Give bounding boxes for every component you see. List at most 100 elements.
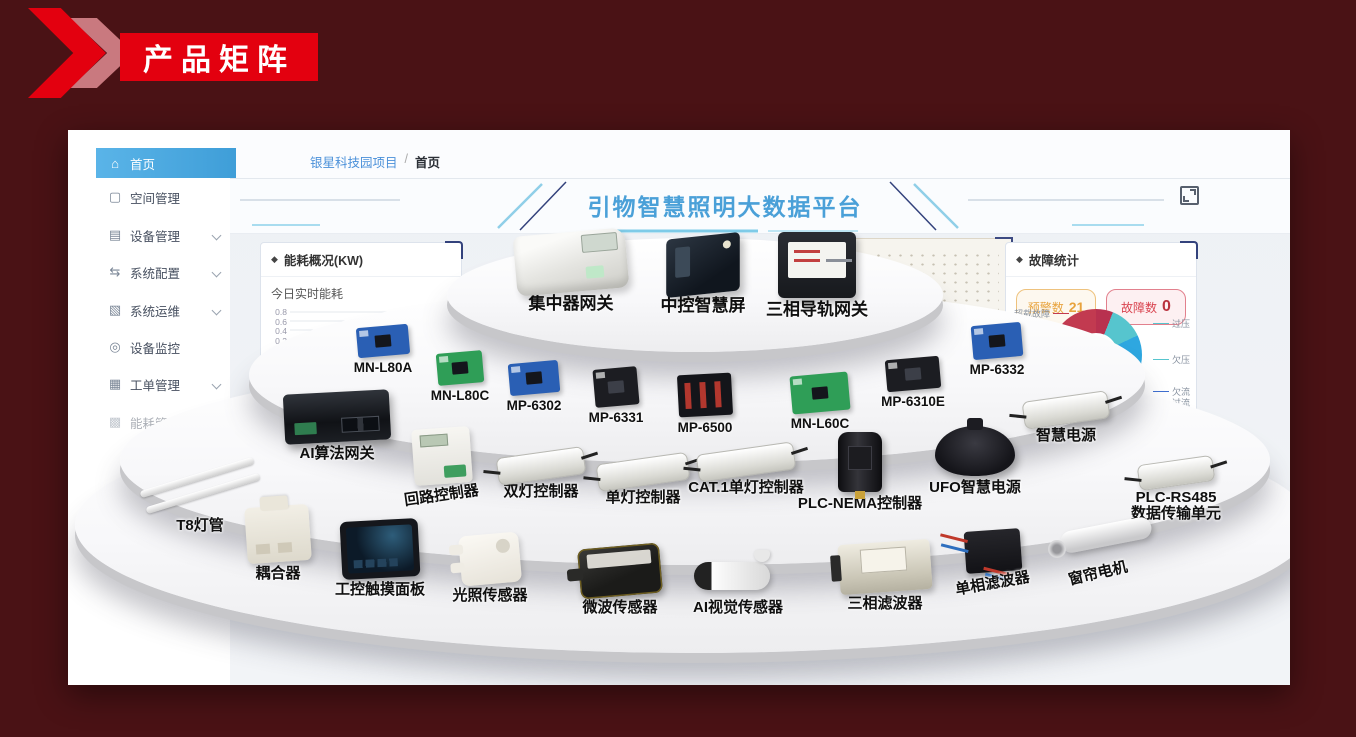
energy-icon: ▩: [108, 414, 122, 429]
donut-label-overload: 超载故障: [1014, 307, 1070, 320]
product-ai-vision-sensor: AI视觉传感器: [673, 550, 803, 616]
breadcrumb-project[interactable]: 银星科技园项目: [310, 156, 398, 170]
product-label: CAT.1单灯控制器: [688, 479, 804, 496]
product-mp-6332: MP-6332: [947, 321, 1047, 378]
platform-title: 引物智慧照明大数据平台: [587, 194, 863, 220]
donut-label-undervolt: 欠压: [1152, 353, 1190, 366]
product-label: T8灯管: [176, 517, 224, 534]
product-curtain-motor: 窗帘电机: [1033, 516, 1163, 589]
connector-line: [1152, 322, 1169, 325]
sidebar-item-label: 首页: [130, 157, 156, 172]
sidebar-item-label: 工单管理: [130, 378, 181, 393]
product-label: 工控触摸面板: [334, 581, 425, 598]
energy-y-axis: 0.8 0.6 0.4 0.2: [269, 306, 290, 350]
three-phase-filter-image: [837, 538, 933, 596]
product-label: 双灯控制器: [503, 483, 579, 500]
y-tick: 0.8: [275, 307, 287, 317]
product-t8-tube: T8灯管: [135, 458, 265, 534]
product-label: MN-L60C: [790, 416, 850, 431]
sidebar-item-label: 系统配置: [130, 266, 181, 281]
curtain-motor-image: [1046, 516, 1150, 562]
product-cat1-single-lamp-controller: CAT.1单灯控制器: [676, 441, 816, 496]
product-label: 集中器网关: [528, 294, 614, 313]
product-label: 光照传感器: [452, 587, 528, 604]
product-label: MP-6310E: [881, 394, 945, 409]
ai-gateway-image: [282, 389, 392, 445]
donut-label-text: 欠流: [1171, 387, 1190, 397]
light-sensor-image: [457, 531, 523, 587]
product-label: 三相滤波器: [847, 595, 923, 612]
product-touch-panel: 工控触摸面板: [315, 517, 445, 598]
page-title: 产品矩阵: [120, 33, 318, 81]
product-label: 智慧电源: [1035, 427, 1096, 444]
product-label: MP-6302: [506, 398, 562, 413]
ops-icon: ▧: [108, 302, 122, 317]
energy-panel-header: ◆ 能耗概况(KW): [261, 243, 461, 277]
product-single-lamp-controller: 单灯控制器: [578, 451, 708, 506]
product-label: 微波传感器: [582, 599, 658, 616]
sidebar-item-ops[interactable]: ▧ 系统运维: [96, 295, 230, 325]
donut-label-text: 欠压: [1171, 355, 1190, 365]
product-label: 三相导轨网关: [766, 300, 868, 319]
nema-controller-image: [838, 432, 882, 492]
product-mn-l80c: MN-L80C: [410, 350, 510, 404]
energy-subtitle: 今日实时能耗: [271, 287, 344, 301]
fault-value: 0: [1162, 298, 1171, 315]
product-label: MN-L80A: [353, 360, 413, 375]
product-label: PLC-RS485: [1135, 489, 1217, 506]
product-mp-6310e: MP-6310E: [863, 355, 963, 410]
product-label: MP-6332: [969, 362, 1025, 377]
microwave-sensor-image: [576, 542, 664, 600]
donut-label-undercurrent: 欠流: [1152, 385, 1190, 398]
chevron-down-icon: [211, 379, 222, 389]
product-concentrator-gateway: 集中器网关: [506, 227, 636, 313]
product-mp-6331: MP-6331: [566, 366, 666, 426]
sidebar-item-config[interactable]: ⇆ 系统配置: [96, 257, 230, 287]
product-label: 耦合器: [255, 565, 301, 582]
config-icon: ⇆: [109, 264, 121, 279]
workorder-icon: ▦: [108, 376, 122, 391]
single-phase-filter-image: [963, 528, 1023, 574]
warning-label: 预警数: [1027, 300, 1064, 315]
monitor-icon: ◎: [109, 339, 121, 354]
module-image: [507, 359, 561, 397]
coupler-image: [244, 503, 312, 565]
diamond-icon: ◆: [271, 254, 278, 264]
chevron-down-icon: [211, 305, 222, 315]
y-tick: 0.2: [275, 335, 287, 346]
product-microwave-sensor: 微波传感器: [555, 542, 685, 616]
product-central-control-screen: 中控智慧屏: [638, 231, 768, 315]
product-dual-lamp-controller: 双灯控制器: [476, 446, 606, 500]
loop-controller-image: [411, 426, 473, 486]
space-icon: ▢: [108, 189, 122, 204]
product-three-phase-filter: 三相滤波器: [820, 538, 950, 612]
y-tick: 0.4: [275, 326, 287, 336]
product-label: AI视觉传感器: [692, 599, 783, 616]
donut-label-text: 过压: [1171, 319, 1190, 329]
product-light-sensor: 光照传感器: [425, 531, 555, 604]
touch-panel-image: [339, 517, 421, 581]
ufo-power-image: [935, 426, 1015, 476]
sidebar-item-device[interactable]: ▤ 设备管理: [96, 220, 230, 250]
lamp-controller-image: [495, 446, 587, 486]
breadcrumb-separator: /: [404, 152, 408, 166]
home-icon: ⌂: [111, 155, 119, 171]
product-mp-6302: MP-6302: [484, 359, 584, 414]
sidebar-item-space[interactable]: ▢ 空间管理: [96, 182, 230, 212]
product-label: 中控智慧屏: [660, 296, 746, 315]
module-image: [355, 323, 411, 359]
device-icon: ▤: [108, 227, 122, 242]
product-label: PLC-NEMA控制器: [797, 495, 923, 512]
sidebar-item-workorder[interactable]: ▦ 工单管理: [96, 369, 230, 399]
sidebar-item-label: 设备管理: [130, 229, 181, 244]
fullscreen-icon[interactable]: [1180, 186, 1199, 205]
fault-label: 故障数: [1121, 300, 1158, 315]
sidebar-item-home[interactable]: ⌂ 首页: [96, 148, 236, 178]
module-image: [592, 366, 640, 408]
camera-image: [694, 550, 782, 596]
product-label: AI算法网关: [299, 445, 375, 462]
product-label: UFO智慧电源: [929, 479, 1021, 496]
three-phase-rail-gateway-image: [778, 232, 856, 298]
sidebar-item-monitor[interactable]: ◎ 设备监控: [96, 332, 230, 362]
connector-line: [1053, 312, 1070, 315]
